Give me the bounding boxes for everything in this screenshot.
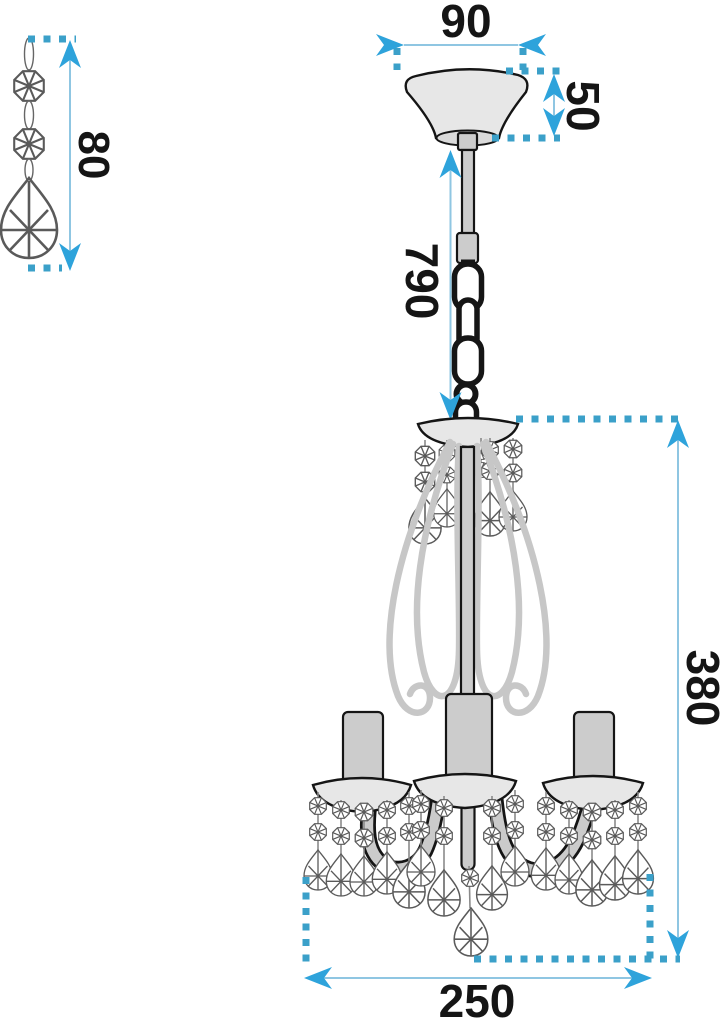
dim-pendant-detail-length: 80 xyxy=(28,35,118,272)
ceiling-canopy xyxy=(404,68,529,152)
pendant-length-label: 80 xyxy=(69,131,118,180)
canopy-width-label: 90 xyxy=(440,0,491,47)
candle-sleeves xyxy=(341,692,616,786)
suspension-chain xyxy=(451,261,485,445)
dim-suspension-length: 790 xyxy=(396,150,462,420)
center-column xyxy=(459,445,476,872)
pendant-detail-drawing xyxy=(0,37,59,260)
dim-canopy-width: 90 xyxy=(376,0,546,70)
canopy-height-label: 50 xyxy=(557,80,609,131)
center-bobeche-crystal-strands xyxy=(406,790,530,957)
dim-fixture-height: 380 xyxy=(516,415,721,958)
right-bobeche-crystal-strands xyxy=(530,792,655,907)
left-bobeche-crystal-strands xyxy=(303,792,426,909)
scroll-ornaments xyxy=(386,438,550,716)
fixture-height-label: 380 xyxy=(677,650,721,727)
dim-fixture-width: 250 xyxy=(302,874,680,1020)
top-plate xyxy=(416,416,520,449)
fixture-width-label: 250 xyxy=(439,975,516,1020)
dim-canopy-height: 50 xyxy=(492,67,609,142)
suspension-length-label: 790 xyxy=(396,243,448,320)
